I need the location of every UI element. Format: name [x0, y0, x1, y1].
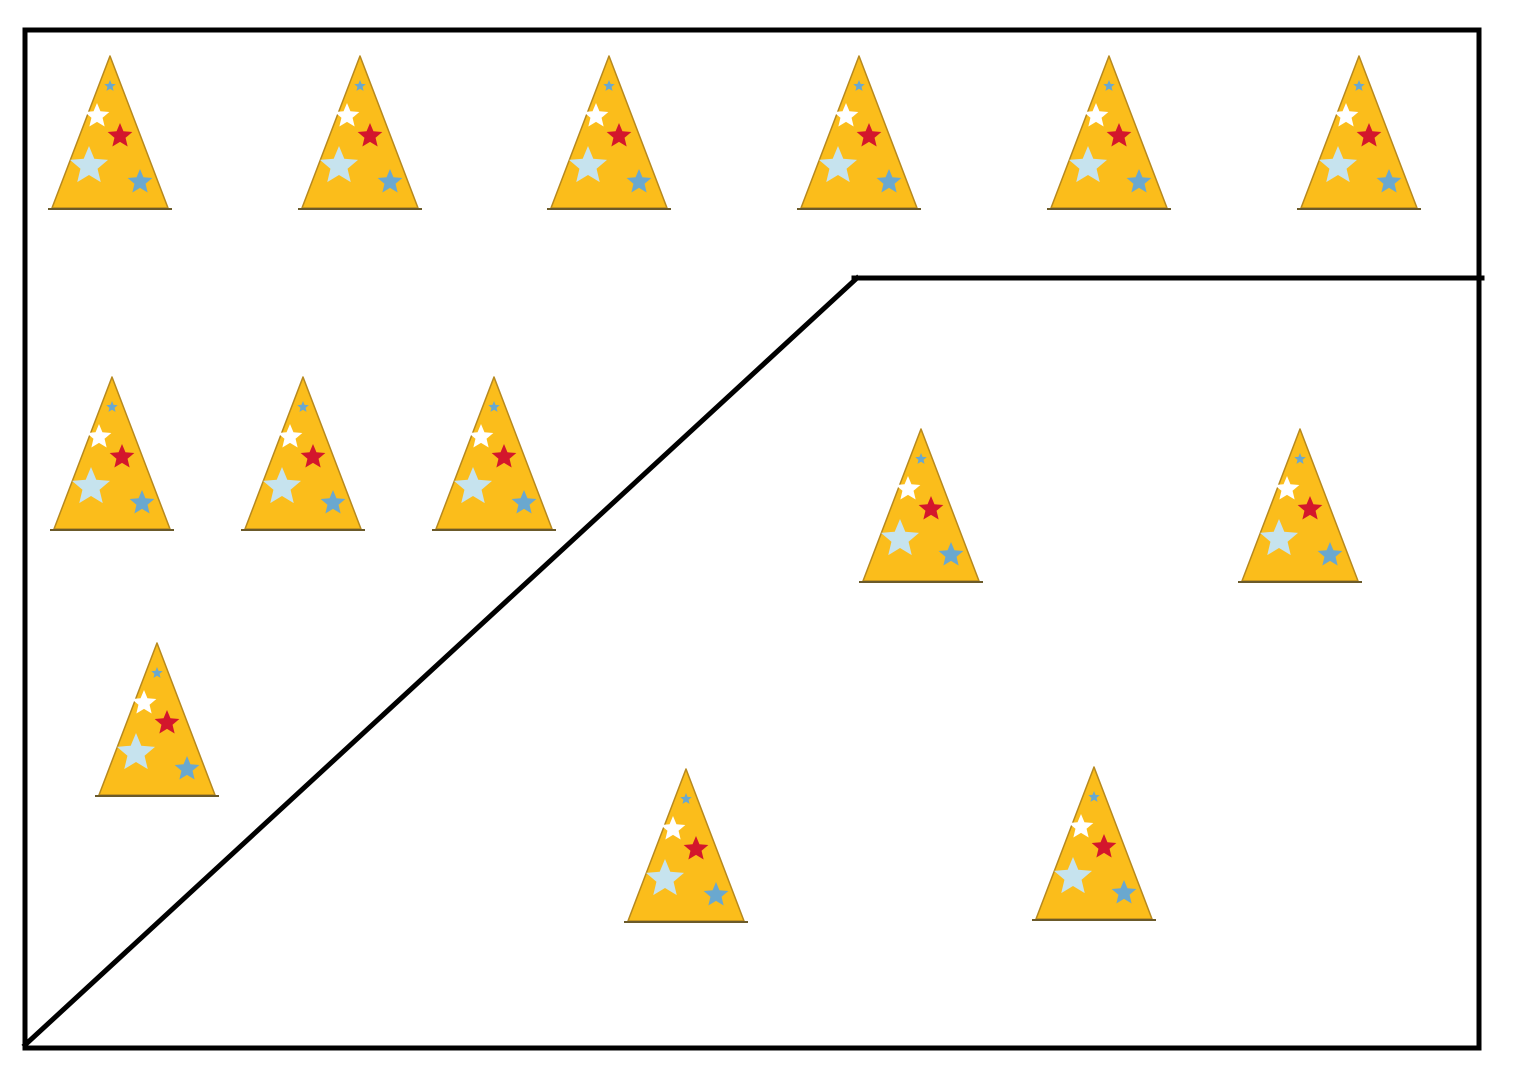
tip-star-icon [680, 793, 692, 804]
right-region-party-hat-icon-4 [1032, 766, 1156, 921]
red-star-icon [1297, 496, 1323, 520]
region-borders [21, 27, 1485, 1051]
red-star-icon [357, 123, 383, 147]
pale-blue-star-icon [71, 467, 111, 504]
pale-blue-star-icon [116, 733, 156, 770]
red-star-icon [154, 710, 180, 734]
pale-blue-star-icon [453, 467, 493, 504]
blue-star-icon [938, 542, 964, 566]
blue-star-icon [174, 756, 200, 780]
white-star-icon [277, 424, 303, 448]
tip-star-icon [297, 401, 309, 412]
tip-star-icon [1088, 791, 1100, 802]
red-star-icon [606, 123, 632, 147]
blue-star-icon [703, 882, 729, 906]
red-star-icon [1091, 834, 1117, 858]
left-region-party-hat-icon-1 [50, 376, 174, 531]
blue-star-icon [127, 169, 153, 193]
blue-star-icon [129, 490, 155, 514]
left-region-party-hat-icon-2 [241, 376, 365, 531]
white-star-icon [468, 424, 494, 448]
right-region-party-hat-icon-3 [624, 768, 748, 923]
left-region-party-hat-icon-3 [432, 376, 556, 531]
white-star-icon [86, 424, 112, 448]
white-star-icon [583, 103, 609, 127]
white-star-icon [1083, 103, 1109, 127]
pale-blue-star-icon [319, 146, 359, 183]
party-hats [48, 55, 1421, 923]
pale-blue-star-icon [880, 519, 920, 556]
pale-blue-star-icon [1068, 146, 1108, 183]
pale-blue-star-icon [568, 146, 608, 183]
tip-star-icon [106, 401, 118, 412]
tip-star-icon [853, 80, 865, 91]
red-star-icon [683, 836, 709, 860]
tip-star-icon [104, 80, 116, 91]
tip-star-icon [1103, 80, 1115, 91]
red-star-icon [109, 444, 135, 468]
tip-star-icon [354, 80, 366, 91]
tip-star-icon [1353, 80, 1365, 91]
red-star-icon [1106, 123, 1132, 147]
blue-star-icon [1376, 169, 1402, 193]
pale-blue-star-icon [1318, 146, 1358, 183]
white-star-icon [660, 816, 686, 840]
pale-blue-star-icon [1259, 519, 1299, 556]
blue-star-icon [377, 169, 403, 193]
red-star-icon [107, 123, 133, 147]
red-star-icon [491, 444, 517, 468]
white-star-icon [84, 103, 110, 127]
pale-blue-star-icon [69, 146, 109, 183]
divider-diagonal [21, 274, 861, 1049]
blue-star-icon [320, 490, 346, 514]
tip-star-icon [603, 80, 615, 91]
top-region-party-hat-icon-5 [1047, 55, 1171, 210]
pale-blue-star-icon [262, 467, 302, 504]
blue-star-icon [1317, 542, 1343, 566]
right-region-party-hat-icon-2 [1238, 428, 1362, 583]
blue-star-icon [1126, 169, 1152, 193]
pale-blue-star-icon [645, 859, 685, 896]
white-star-icon [1068, 814, 1094, 838]
left-region-party-hat-icon-4 [95, 642, 219, 797]
blue-star-icon [626, 169, 652, 193]
blue-star-icon [876, 169, 902, 193]
red-star-icon [1356, 123, 1382, 147]
red-star-icon [856, 123, 882, 147]
white-star-icon [833, 103, 859, 127]
top-region-party-hat-icon-1 [48, 55, 172, 210]
tip-star-icon [915, 453, 927, 464]
white-star-icon [334, 103, 360, 127]
white-star-icon [1333, 103, 1359, 127]
tip-star-icon [488, 401, 500, 412]
top-region-party-hat-icon-4 [797, 55, 921, 210]
red-star-icon [300, 444, 326, 468]
blue-star-icon [1111, 880, 1137, 904]
tip-star-icon [151, 667, 163, 678]
right-region-party-hat-icon-1 [859, 428, 983, 583]
top-region-party-hat-icon-2 [298, 55, 422, 210]
red-star-icon [918, 496, 944, 520]
white-star-icon [131, 690, 157, 714]
top-region-party-hat-icon-6 [1297, 55, 1421, 210]
blue-star-icon [511, 490, 537, 514]
pale-blue-star-icon [818, 146, 858, 183]
top-region-party-hat-icon-3 [547, 55, 671, 210]
pale-blue-star-icon [1053, 857, 1093, 894]
white-star-icon [895, 476, 921, 500]
tip-star-icon [1294, 453, 1306, 464]
white-star-icon [1274, 476, 1300, 500]
